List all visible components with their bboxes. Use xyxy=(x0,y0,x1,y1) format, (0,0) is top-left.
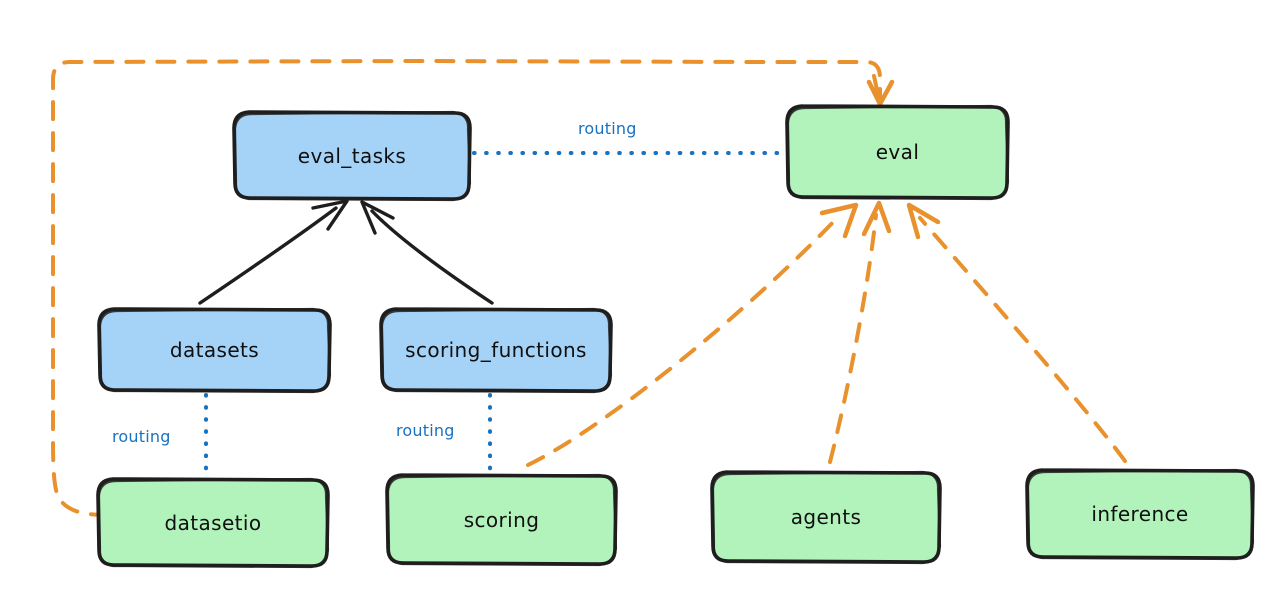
node-scoring_functions[interactable]: scoring_functions xyxy=(379,307,613,394)
node-inference[interactable]: inference xyxy=(1025,468,1255,561)
node-label: eval xyxy=(875,140,920,164)
node-label: eval_tasks xyxy=(297,143,407,168)
node-label: scoring xyxy=(463,507,540,532)
node-border xyxy=(1025,468,1255,561)
edge-label-routing-eval: routing xyxy=(578,119,637,138)
node-datasets[interactable]: datasets xyxy=(97,307,332,394)
node-label: datasets xyxy=(169,338,260,362)
edge-datasetio-to-eval xyxy=(51,59,895,517)
node-scoring[interactable]: scoring xyxy=(385,473,618,567)
node-agents[interactable]: agents xyxy=(710,470,942,565)
node-eval[interactable]: eval xyxy=(785,104,1010,201)
edge-scoring_functions-to-eval_tasks xyxy=(360,200,494,305)
node-datasetio[interactable]: datasetio xyxy=(96,477,330,569)
edge-datasets-to-eval_tasks xyxy=(198,199,349,305)
node-label: agents xyxy=(790,505,862,529)
node-label: scoring_functions xyxy=(405,338,587,362)
edge-label-routing-scoring: routing xyxy=(396,421,455,440)
node-label: datasetio xyxy=(164,510,262,535)
edge-label-routing-datasetio: routing xyxy=(112,427,171,446)
edge-inference-to-eval xyxy=(906,202,1127,463)
node-label: inference xyxy=(1091,502,1189,526)
edge-agents-to-eval xyxy=(828,200,892,464)
node-fill xyxy=(1027,470,1253,558)
node-eval_tasks[interactable]: eval_tasks xyxy=(232,110,472,202)
